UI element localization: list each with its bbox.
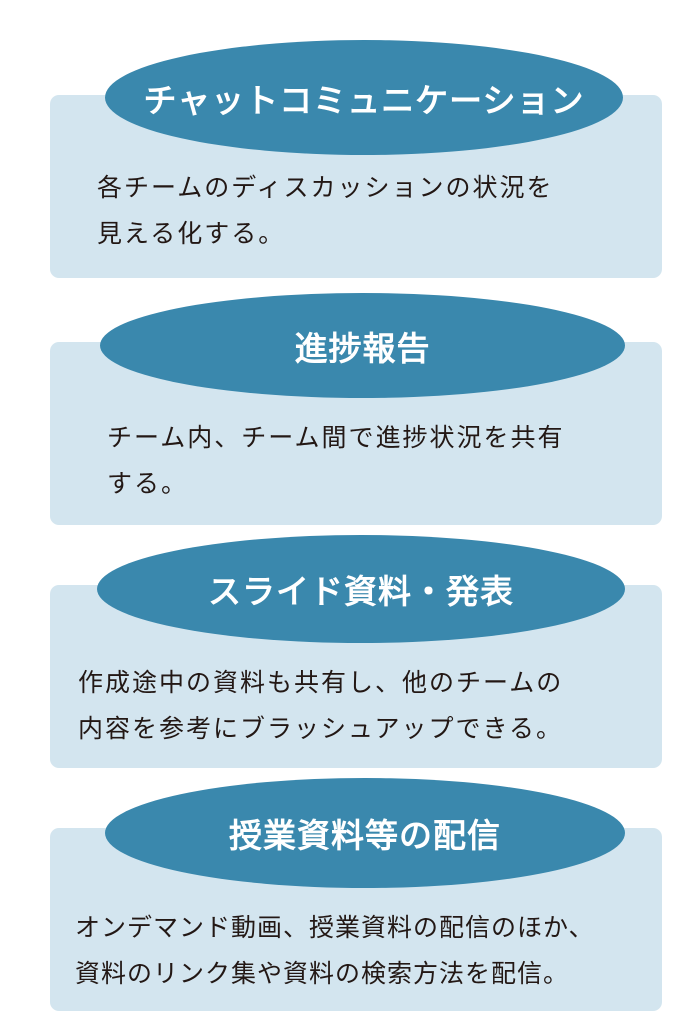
section-description: オンデマンド動画、授業資料の配信のほか、資料のリンク集や資料の検索方法を配信。: [75, 905, 595, 997]
description-line: 見える化する。: [97, 219, 286, 248]
description-line: 資料のリンク集や資料の検索方法を配信。: [75, 959, 570, 988]
section-header: チャットコミュニケーション: [105, 40, 623, 155]
section-description: 作成途中の資料も共有し、他のチームの内容を参考にブラッシュアップできる。: [78, 660, 563, 752]
section-header: 進捗報告: [100, 293, 625, 398]
section-description: 各チームのディスカッションの状況を見える化する。: [97, 165, 554, 257]
description-line: 内容を参考にブラッシュアップできる。: [78, 714, 564, 743]
description-line: チーム内、チーム間で進捗状況を共有: [107, 423, 565, 452]
section-title: 授業資料等の配信: [229, 816, 501, 855]
section-title: 進捗報告: [294, 328, 431, 368]
description-line: 各チームのディスカッションの状況を: [97, 173, 554, 202]
section-header: 授業資料等の配信: [105, 778, 625, 888]
description-line: 作成途中の資料も共有し、他のチームの: [78, 668, 564, 697]
section-title: スライド資料・発表: [208, 572, 514, 611]
section-header: スライド資料・発表: [97, 535, 625, 643]
section-title: チャットコミュニケーション: [143, 80, 585, 120]
description-line: オンデマンド動画、授業資料の配信のほか、: [75, 913, 595, 942]
description-line: する。: [107, 469, 189, 498]
section-description: チーム内、チーム間で進捗状況を共有する。: [107, 415, 565, 507]
